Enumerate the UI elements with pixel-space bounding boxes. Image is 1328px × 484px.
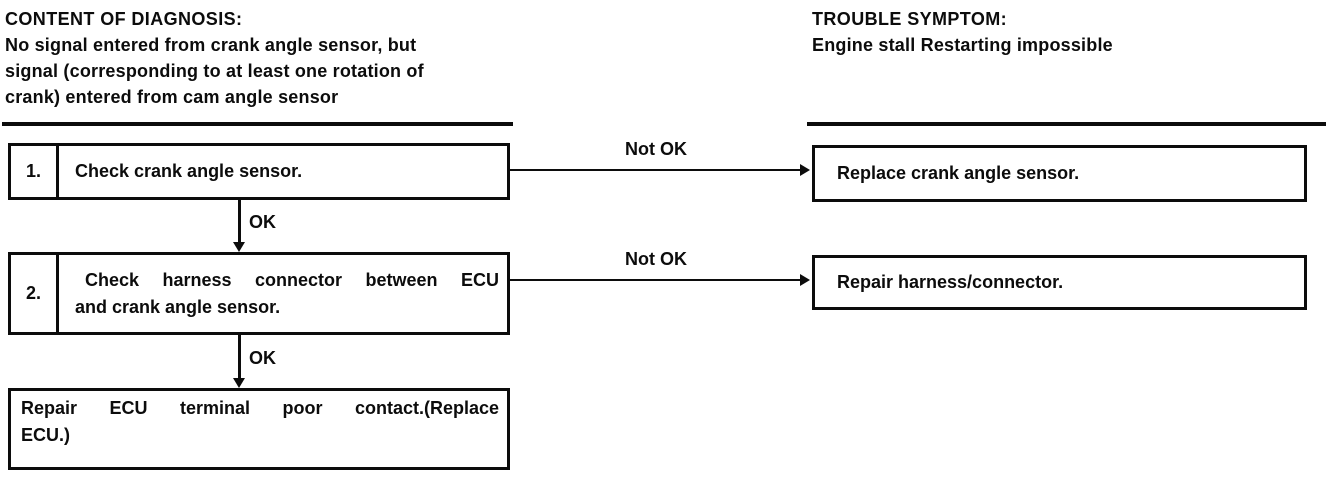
step-1-text: Check crank angle sensor.: [59, 146, 507, 197]
right-divider-rule: [807, 122, 1326, 126]
step-2-text-line-1: Check harness connector between ECU: [85, 269, 499, 290]
not-ok-connector-1: [510, 169, 802, 171]
ok-label-1: OK: [249, 212, 276, 232]
step-1-number: 1.: [11, 146, 59, 197]
arrowhead-down-icon: [233, 242, 245, 252]
content-of-diagnosis-title: CONTENT OF DIAGNOSIS:: [5, 9, 243, 29]
repair-ecu-terminal-box: Repair ECU terminal poor contact.(Replac…: [8, 388, 510, 470]
ok-connector-2: [238, 335, 241, 380]
arrowhead-right-icon: [800, 164, 810, 176]
content-of-diagnosis-section: CONTENT OF DIAGNOSIS: No signal entered …: [5, 6, 520, 110]
diagnosis-text-line-3: crank) entered from cam angle sensor: [5, 87, 339, 107]
step-2-text-line-2: and crank angle sensor.: [75, 296, 281, 317]
repair-harness-connector-box: Repair harness/connector.: [812, 255, 1307, 310]
diagnosis-text-line-2: signal (corresponding to at least one ro…: [5, 61, 424, 81]
replace-crank-angle-sensor-box: Replace crank angle sensor.: [812, 145, 1307, 202]
ok-connector-1: [238, 200, 241, 244]
not-ok-label-2: Not OK: [625, 249, 687, 269]
step-2-number: 2.: [11, 255, 59, 332]
trouble-symptom-text: Engine stall Restarting impossible: [812, 35, 1113, 55]
step-2-box: 2. Check harness connector between ECU a…: [8, 252, 510, 335]
diagnosis-text-line-1: No signal entered from crank angle senso…: [5, 35, 417, 55]
not-ok-connector-2: [510, 279, 802, 281]
replace-crank-angle-sensor-text: Replace crank angle sensor.: [837, 163, 1080, 183]
not-ok-label-1: Not OK: [625, 139, 687, 159]
trouble-symptom-section: TROUBLE SYMPTOM: Engine stall Restarting…: [812, 6, 1322, 58]
repair-harness-connector-text: Repair harness/connector.: [837, 272, 1064, 292]
final-action-line-1: Repair ECU terminal poor contact.(Replac…: [21, 398, 499, 418]
step-2-text: Check harness connector between ECU and …: [59, 255, 507, 332]
step-1-text-line: Check crank angle sensor.: [75, 161, 303, 181]
repair-ecu-terminal-text: Repair ECU terminal poor contact.(Replac…: [11, 391, 507, 467]
final-action-line-2: ECU.): [21, 425, 70, 445]
arrowhead-right-icon: [800, 274, 810, 286]
step-1-box: 1. Check crank angle sensor.: [8, 143, 510, 200]
ok-label-2: OK: [249, 348, 276, 368]
trouble-symptom-title: TROUBLE SYMPTOM:: [812, 9, 1008, 29]
arrowhead-down-icon: [233, 378, 245, 388]
left-divider-rule: [2, 122, 513, 126]
